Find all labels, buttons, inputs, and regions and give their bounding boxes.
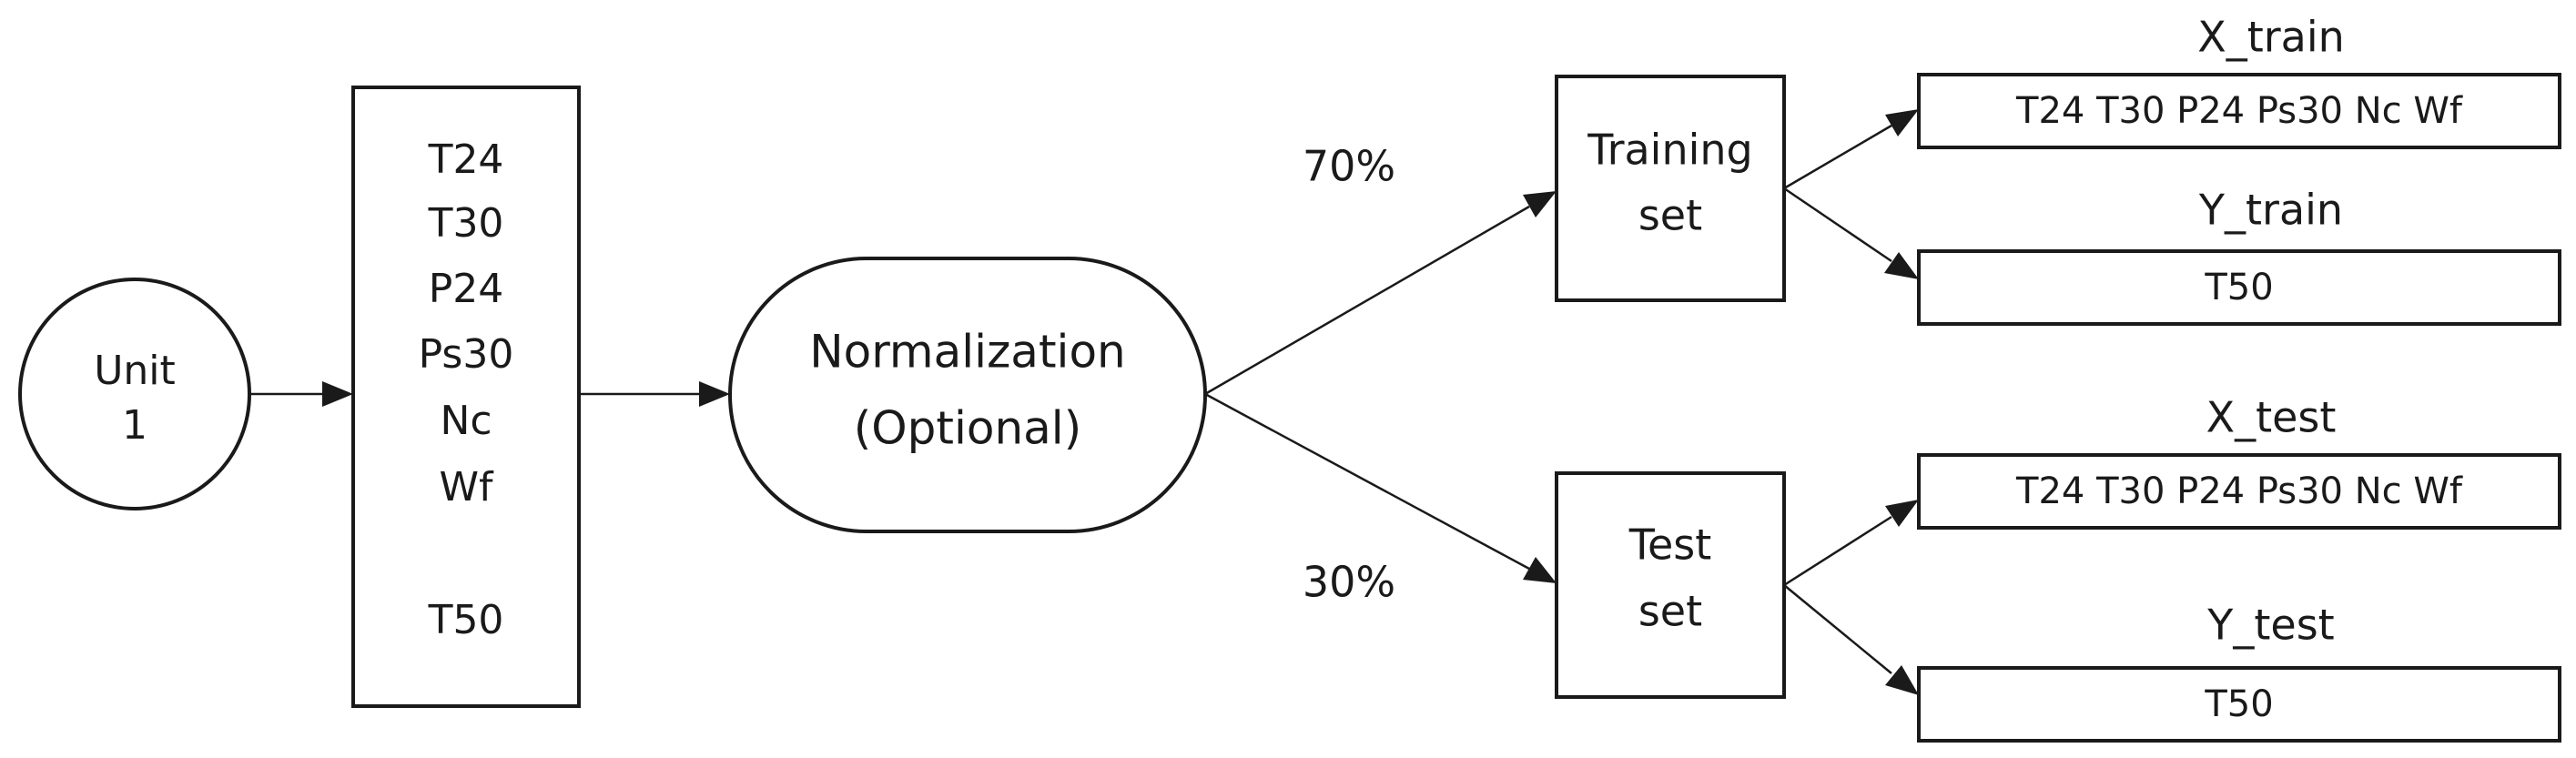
arrowhead-icon <box>699 381 730 407</box>
training-set-title: Training <box>1587 126 1753 175</box>
unit-node: Unit 1 <box>18 278 251 510</box>
arrow-test-to-x-test <box>1783 515 1892 587</box>
y-train-title: Y_train <box>2198 186 2343 235</box>
train-split-label: 70% <box>1303 142 1395 191</box>
x-train-box <box>1917 73 2561 149</box>
test-set-box <box>1555 471 1786 699</box>
arrowhead-icon <box>1884 252 1919 279</box>
training-set-subtitle: set <box>1638 191 1702 240</box>
test-set-title: Test <box>1628 520 1712 570</box>
arrowhead-icon <box>322 381 353 407</box>
test-split-label: 30% <box>1303 558 1395 607</box>
arrow-training-to-y-train <box>1783 187 1892 263</box>
arrowhead-icon <box>1523 191 1557 217</box>
arrow-test-to-y-test <box>1783 584 1892 674</box>
normalization-title: Normalization <box>809 326 1125 379</box>
x-train-value: T24 T30 P24 Ps30 Nc Wf <box>2015 90 2463 132</box>
y-train-value: T50 <box>2204 267 2273 308</box>
feature-item: Nc <box>440 398 492 444</box>
feature-item: T24 <box>428 136 504 183</box>
target-item: T50 <box>428 597 504 643</box>
x-train-title: X_train <box>2197 13 2345 62</box>
y-test-output: Y_test T50 <box>1917 601 2561 743</box>
x-train-output: X_train T24 T30 P24 Ps30 Nc Wf <box>1917 13 2561 149</box>
x-test-box <box>1917 453 2561 530</box>
y-test-value: T50 <box>2204 683 2273 725</box>
arrowhead-icon <box>1885 665 1919 695</box>
arrowhead-icon <box>1885 500 1919 527</box>
arrowhead-icon <box>1885 109 1919 136</box>
feature-item: Ps30 <box>419 331 514 378</box>
arrowhead-icon <box>1523 557 1557 583</box>
normalization-subtitle: (Optional) <box>854 402 1081 455</box>
training-set-box <box>1555 75 1786 302</box>
normalization-shape <box>728 257 1207 533</box>
y-train-box <box>1917 249 2561 326</box>
feature-item: Wf <box>440 464 495 510</box>
features-node: T24 T30 P24 Ps30 Nc Wf T50 <box>351 86 581 708</box>
x-test-value: T24 T30 P24 Ps30 Nc Wf <box>2015 470 2463 512</box>
x-test-title: X_test <box>2206 393 2337 442</box>
x-test-output: X_test T24 T30 P24 Ps30 Nc Wf <box>1917 393 2561 530</box>
unit-number: 1 <box>122 402 147 449</box>
y-test-box <box>1917 666 2561 743</box>
unit-circle <box>18 278 251 510</box>
normalization-node: Normalization (Optional) <box>728 257 1207 533</box>
feature-item: T30 <box>428 200 504 247</box>
unit-label: Unit <box>94 348 176 394</box>
feature-item: P24 <box>429 266 504 312</box>
y-train-output: Y_train T50 <box>1917 186 2561 326</box>
arrow-normalization-to-training <box>1204 205 1530 396</box>
training-set-node: Training set <box>1555 75 1786 302</box>
arrow-normalization-to-test <box>1204 392 1530 571</box>
features-box <box>351 86 581 708</box>
test-set-subtitle: set <box>1638 587 1702 636</box>
y-test-title: Y_test <box>2206 601 2334 650</box>
test-set-node: Test set <box>1555 471 1786 699</box>
arrow-training-to-x-train <box>1783 124 1892 190</box>
